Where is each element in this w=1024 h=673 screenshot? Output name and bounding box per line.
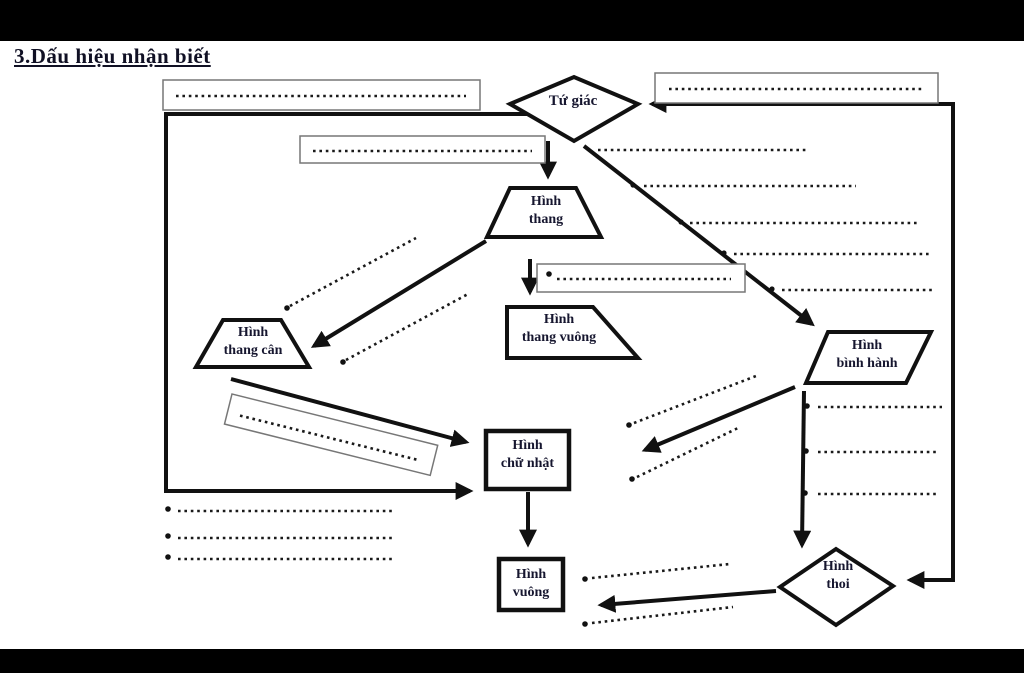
hinh-thang-vuong-trapezoid <box>505 305 643 360</box>
hinh-binh-hanh-parallelogram <box>802 330 935 385</box>
blank-dotted-line <box>239 414 420 462</box>
blank-dotted-line <box>636 426 739 479</box>
node-label-hinh-chu-nhat: Hình chữ nhật <box>500 438 555 472</box>
node-label-hinh-thoi: Hình thoi <box>822 559 854 593</box>
arrow-binhhanh-thoi <box>793 390 812 549</box>
node-label-hinh-thang-can: Hình thang cân <box>223 325 283 359</box>
arrow-tugiac-binhhanh <box>582 144 815 327</box>
bullet-dot <box>802 490 808 496</box>
bullet-dot <box>165 506 171 512</box>
blank-box-middle <box>536 263 746 293</box>
blank-dotted-line <box>591 605 734 625</box>
blank-box-top-right <box>654 72 939 104</box>
node-shapes <box>192 74 935 628</box>
bullet-dot <box>721 250 727 256</box>
blank-answer-boxes <box>162 72 939 477</box>
blank-dotted-line <box>289 236 417 308</box>
bullet-dot <box>629 476 635 482</box>
border-right-arrow-to-rhombus <box>906 104 955 589</box>
border-left-arrow-to-rectangle <box>164 112 548 500</box>
node-label-hinh-binh-hanh: Hình bình hành <box>836 338 898 372</box>
page-title: 3.Dấu hiệu nhận biết <box>14 44 211 68</box>
bullet-dot <box>803 448 809 454</box>
node-label-tu-giac: Tứ giác <box>548 93 598 109</box>
bullet-dot <box>546 271 552 277</box>
bullet-dot <box>630 182 636 188</box>
hinh-thang-can-trapezoid <box>192 318 313 369</box>
hinh-chu-nhat-rectangle <box>483 428 572 492</box>
node-label-hinh-thang-vuong: Hình thang vuông <box>521 312 597 346</box>
hinh-thoi-diamond <box>776 546 897 628</box>
arrow-binhhanh-chunhat <box>641 385 796 453</box>
hinh-thang-trapezoid <box>483 186 605 239</box>
arrows <box>230 141 815 613</box>
bullet-dot <box>165 554 171 560</box>
bullet-dot <box>582 621 588 627</box>
bullet-dot <box>340 359 346 365</box>
bullet-dot <box>284 305 290 311</box>
top-black-bar <box>0 0 1024 41</box>
bullet-dot <box>678 219 684 225</box>
bullet-dot <box>626 422 632 428</box>
bullet-dot <box>582 576 588 582</box>
blank-dotted-line <box>633 374 757 425</box>
bottom-black-bar <box>0 649 1024 673</box>
blank-dotted-line <box>345 292 469 362</box>
tu-giac-diamond <box>505 74 643 144</box>
arrow-thoi-vuong <box>597 589 777 613</box>
arrow-thangcan-chunhat <box>230 377 470 447</box>
bullet-dot <box>804 403 810 409</box>
bullet-dot <box>769 286 775 292</box>
container-border <box>164 95 955 589</box>
arrow-thang-thangcan <box>310 239 488 348</box>
blank-box-upper-middle <box>299 135 546 164</box>
bullet-dot <box>165 533 171 539</box>
blank-box-top-left <box>162 79 481 111</box>
bullet-dots <box>165 182 810 627</box>
dotted-blank-lines <box>178 148 942 625</box>
node-label-hinh-thang: Hình thang <box>528 194 564 228</box>
blank-dotted-line <box>591 562 731 580</box>
hinh-vuong-square <box>496 556 566 613</box>
blank-box-slanted <box>223 393 439 477</box>
node-label-hinh-vuong: Hình vuông <box>512 567 550 601</box>
